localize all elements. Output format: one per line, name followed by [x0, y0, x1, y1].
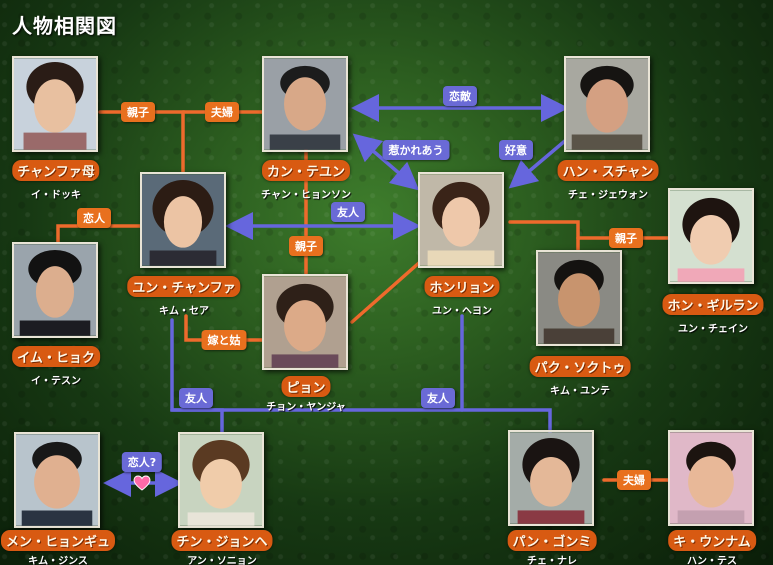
- person-portrait-icon: [14, 58, 96, 150]
- rel-fuufu-1: 夫婦: [205, 102, 239, 122]
- line-friends-h: [170, 408, 552, 434]
- person-portrait-icon: [264, 58, 346, 150]
- line-kouki: [508, 138, 568, 189]
- person-portrait-icon: [420, 174, 502, 266]
- person-portrait-icon: [16, 434, 98, 526]
- rel-oyako-1: 親子: [121, 102, 155, 122]
- actor-chanfa-mother: イ・ドッキ: [31, 190, 81, 201]
- actor-hyongyu: キム・ジンス: [28, 556, 88, 565]
- rel-yuujin-1: 友人: [331, 202, 365, 222]
- actor-gonmi: チェ・ナレ: [527, 556, 577, 565]
- rel-hikare: 惹かれあう: [382, 140, 450, 160]
- photo-sokutou: [536, 250, 622, 346]
- photo-chanfa-mother: [12, 56, 98, 152]
- rel-oyako-3: 親子: [609, 228, 643, 248]
- rel-yuujin-3: 友人: [421, 388, 455, 408]
- name-jonhe: チン・ジョンヘ: [171, 530, 273, 551]
- actor-jonhe: アン・ソニョン: [187, 556, 257, 565]
- person-portrait-icon: [180, 434, 262, 526]
- actor-girlan: ユン・チェイン: [678, 324, 748, 335]
- name-chanfa-mother: チャンファ母: [12, 160, 100, 181]
- photo-pyon: [262, 274, 348, 370]
- line-hikare: [352, 133, 420, 191]
- photo-kang: [262, 56, 348, 152]
- actor-hyoku: イ・テスン: [31, 376, 81, 387]
- name-honryon: ホンリョン: [424, 276, 500, 297]
- actor-pyon: チョン・ヤンジャ: [266, 402, 346, 413]
- photo-unnam: [668, 430, 754, 526]
- actor-sokutou: キム・ユンテ: [550, 386, 610, 397]
- name-han: ハン・スチャン: [557, 160, 659, 181]
- person-portrait-icon: [538, 252, 620, 344]
- rel-koibito: 恋人: [77, 208, 111, 228]
- name-gonmi: パン・ゴンミ: [507, 530, 597, 551]
- actor-han: チェ・ジェウォン: [568, 190, 648, 201]
- actor-unnam: ハン・テス: [687, 556, 737, 565]
- heart-icon: [133, 475, 151, 491]
- line-koibito: [56, 224, 142, 244]
- rel-tekitai: 恋敵: [443, 86, 477, 106]
- name-pyon: ピョン: [281, 376, 331, 397]
- name-kang: カン・テユン: [261, 160, 351, 181]
- actor-honryon: ユン・ヘヨン: [432, 306, 492, 317]
- person-portrait-icon: [670, 190, 752, 282]
- name-hyongyu: メン・ヒョンギュ: [0, 530, 116, 551]
- rel-yometo: 嫁と姑: [201, 330, 247, 350]
- rel-kouki: 好意: [499, 140, 533, 160]
- line-honryon-pyon: [350, 260, 422, 324]
- actor-kang: チャン・ヒョンソン: [261, 190, 351, 201]
- person-portrait-icon: [670, 432, 752, 524]
- photo-han: [564, 56, 650, 152]
- name-chanfa: ユン・チャンファ: [127, 276, 241, 297]
- rel-fuufu-2: 夫婦: [617, 470, 651, 490]
- name-hyoku: イム・ヒョク: [12, 346, 100, 367]
- photo-honryon: [418, 172, 504, 268]
- photo-hyoku: [12, 242, 98, 338]
- rel-koibito-q: 恋人?: [121, 452, 163, 472]
- name-sokutou: パク・ソクトゥ: [529, 356, 631, 377]
- person-portrait-icon: [510, 432, 592, 524]
- page-title: 人物相関図: [12, 14, 117, 38]
- rel-oyako-2: 親子: [289, 236, 323, 256]
- photo-jonhe: [178, 432, 264, 528]
- name-unnam: キ・ウンナム: [668, 530, 756, 551]
- person-portrait-icon: [264, 276, 346, 368]
- name-girlan: ホン・ギルラン: [662, 294, 764, 315]
- person-portrait-icon: [142, 174, 224, 266]
- photo-chanfa: [140, 172, 226, 268]
- rel-yuujin-2: 友人: [179, 388, 213, 408]
- line-oyako-honryon: [508, 220, 580, 252]
- actor-chanfa: キム・セア: [159, 306, 209, 317]
- photo-hyongyu: [14, 432, 100, 528]
- person-portrait-icon: [14, 244, 96, 336]
- photo-gonmi: [508, 430, 594, 526]
- photo-girlan: [668, 188, 754, 284]
- person-portrait-icon: [566, 58, 648, 150]
